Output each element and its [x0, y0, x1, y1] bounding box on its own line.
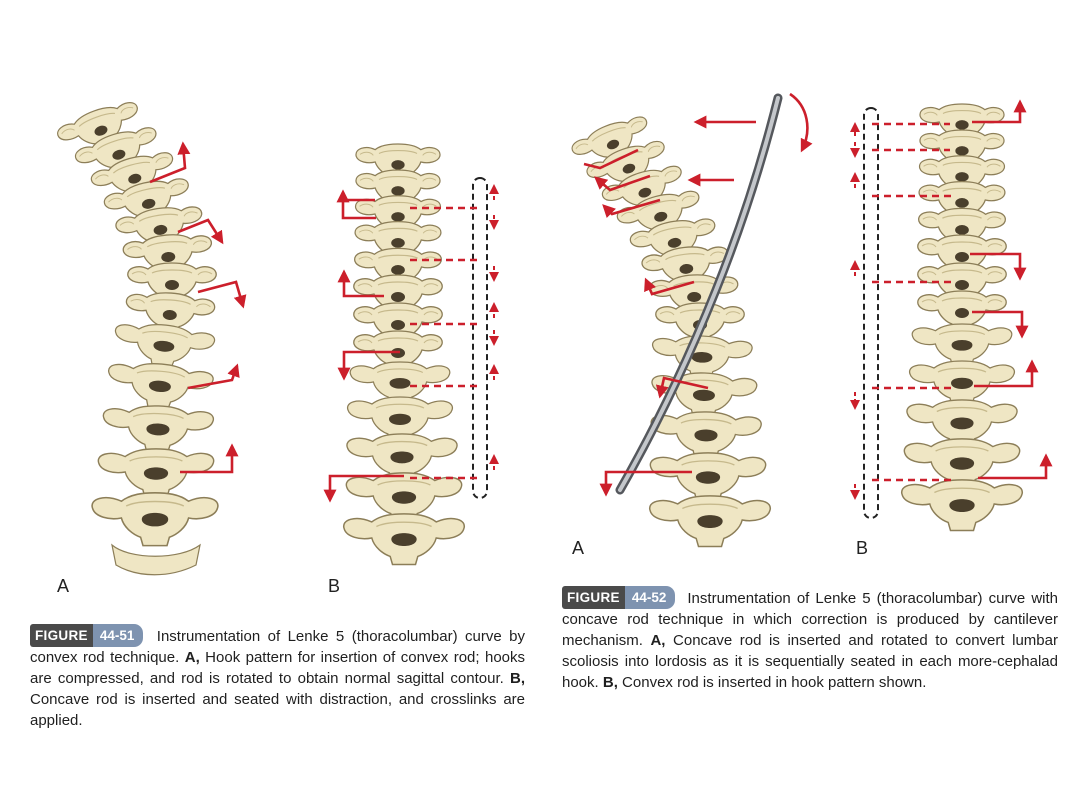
fig51-caption-a-label: A,: [185, 649, 200, 666]
fig51-caption-b-label: B,: [510, 670, 525, 687]
fig52-panel-b-label: B: [856, 538, 868, 559]
fig52-panel-b-convex-rod: [864, 108, 878, 518]
fig52-tag-number: 44-52: [625, 586, 676, 609]
fig51-caption-b-text: Concave rod is inserted and seated with …: [30, 691, 525, 729]
fig51-panel-b-concave-rod: [473, 178, 487, 498]
fig51-tag-word: FIGURE: [30, 624, 93, 647]
fig52-tag-word: FIGURE: [562, 586, 625, 609]
fig51-tag-number: 44-51: [93, 624, 144, 647]
fig51-panel-a-label: A: [57, 576, 69, 597]
fig51-tag: FIGURE 44-51: [30, 624, 143, 647]
fig51-caption: FIGURE 44-51 Instrumentation of Lenke 5 …: [30, 624, 525, 731]
fig52-caption-b-text: Convex rod is inserted in hook pattern s…: [622, 674, 926, 691]
fig52-panel-a-label: A: [572, 538, 584, 559]
fig52-caption: FIGURE 44-52 Instrumentation of Lenke 5 …: [562, 586, 1058, 693]
fig52-panel-b-spine: [902, 104, 1023, 531]
fig52-tag: FIGURE 44-52: [562, 586, 675, 609]
fig52-caption-a-label: A,: [650, 632, 665, 649]
fig51-panel-b-label: B: [328, 576, 340, 597]
fig51-panel-a-spine: [54, 97, 218, 575]
fig52-panel-a-spine: [569, 111, 771, 546]
fig52-caption-b-label: B,: [603, 674, 618, 691]
spine-illustrations: [0, 0, 1080, 600]
